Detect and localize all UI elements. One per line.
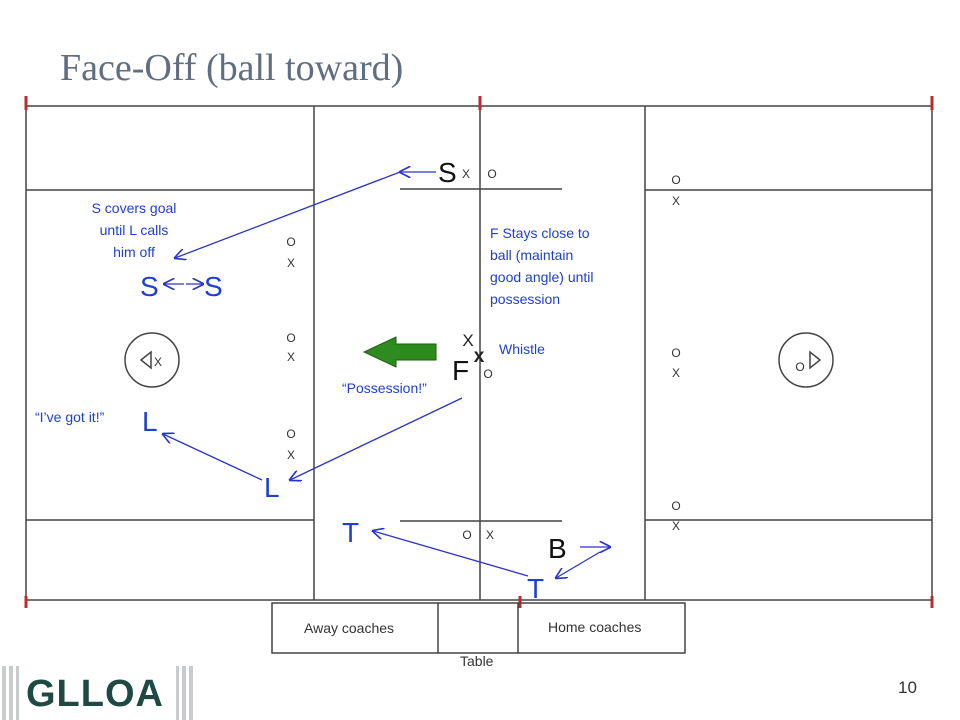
player-t-left: T <box>342 517 359 548</box>
player-t-right: T <box>527 573 544 604</box>
marker-o: O <box>671 346 680 360</box>
goal-right <box>809 350 822 370</box>
marker-o: O <box>462 528 471 542</box>
marker-o: O <box>286 331 295 345</box>
note-f-stays-line3: good angle) until <box>490 269 594 285</box>
player-s-left: S <box>140 271 159 302</box>
note-possession: “Possession!” <box>342 380 427 396</box>
marker-o: O <box>671 173 680 187</box>
faceoff-x-marker: X <box>462 331 473 350</box>
marker-x: X <box>486 528 494 542</box>
marker-x: X <box>287 256 295 270</box>
scorers-table <box>271 602 686 654</box>
arrow-t-to-t <box>373 531 529 577</box>
note-s-covers-line2: until L calls <box>100 222 169 238</box>
away-coaches-label: Away coaches <box>304 620 394 636</box>
player-s-right: S <box>204 271 223 302</box>
note-ive-got-it: “I’ve got it!” <box>35 409 105 425</box>
player-l-upper: L <box>142 406 158 437</box>
field-lines <box>25 105 933 601</box>
marker-o: O <box>483 367 492 381</box>
annotations: S covers goal until L calls him off F St… <box>35 200 594 425</box>
ball-marker: x <box>474 346 485 367</box>
table-label: Table <box>460 653 494 669</box>
marker-o: O <box>286 427 295 441</box>
table-box <box>271 602 686 654</box>
player-labels: S S S F L L T B T <box>140 157 567 604</box>
player-b: B <box>548 533 567 564</box>
player-l-lower: L <box>264 472 280 503</box>
note-whistle: Whistle <box>499 341 545 357</box>
home-coaches-label: Home coaches <box>548 619 641 635</box>
marker-o: O <box>795 360 804 374</box>
marker-o: O <box>487 167 496 181</box>
note-f-stays-line2: ball (maintain <box>490 247 573 263</box>
marker-x: X <box>287 448 295 462</box>
possession-direction-arrow <box>362 336 437 368</box>
movement-arrows <box>163 172 610 578</box>
slide-title: Face-Off (ball toward) <box>60 47 404 89</box>
note-s-covers-line1: S covers goal <box>92 200 177 216</box>
arrow-l-to-l <box>163 434 263 481</box>
arrow-b-to-t <box>556 551 601 578</box>
player-s-top: S <box>438 157 457 188</box>
note-f-stays-line1: F Stays close to <box>490 225 590 241</box>
arrow-s-to-goal <box>175 171 401 258</box>
marker-o: O <box>671 499 680 513</box>
marker-x: X <box>672 194 680 208</box>
glloa-logo-stripes <box>2 666 193 720</box>
field-corner-marks <box>24 96 934 608</box>
player-f: F <box>452 355 469 386</box>
xo-markers: X O O X O X O X O X X O O O X O X O X <box>154 167 805 542</box>
marker-x: X <box>462 167 470 181</box>
goal-crease-left <box>124 332 180 388</box>
goal-crease-right <box>778 332 834 388</box>
page-number: 10 <box>898 678 917 697</box>
glloa-logo: GLLOA <box>22 672 168 716</box>
note-f-stays-line4: possession <box>490 291 560 307</box>
marker-x: X <box>154 355 162 369</box>
note-s-covers-line3: him off <box>113 244 155 260</box>
marker-x: X <box>672 366 680 380</box>
goal-left <box>139 350 152 370</box>
arrow-possession-to-l <box>290 397 463 480</box>
marker-x: X <box>672 519 680 533</box>
marker-x: X <box>287 350 295 364</box>
marker-o: O <box>286 235 295 249</box>
